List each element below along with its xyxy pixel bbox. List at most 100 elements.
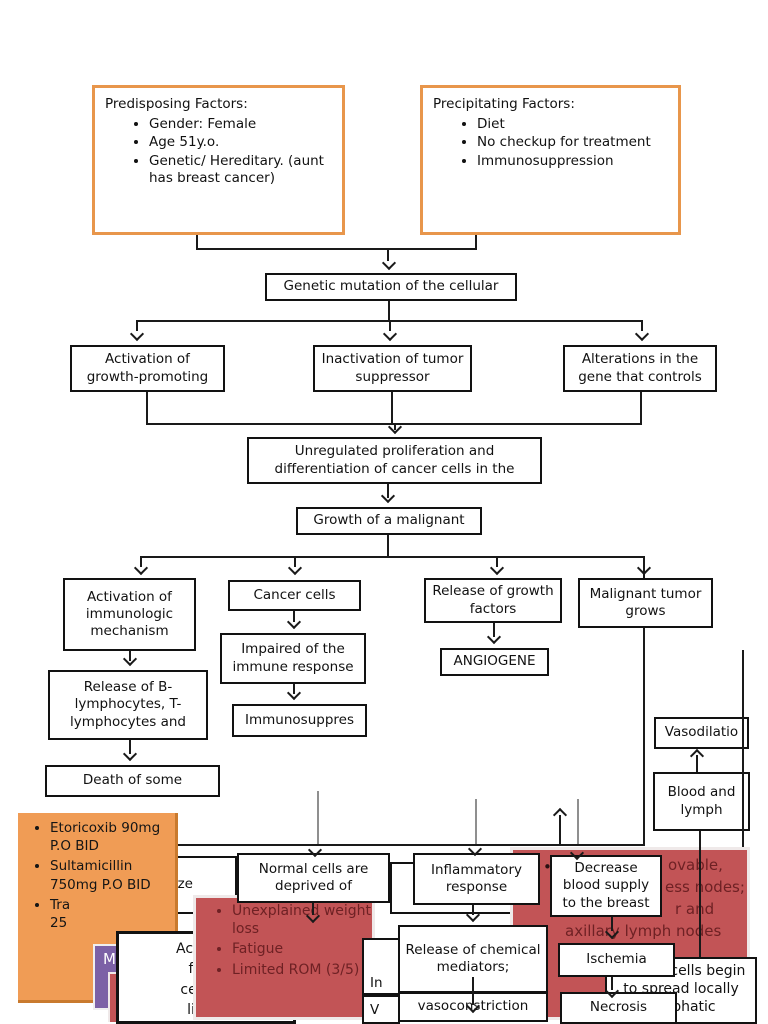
connector bbox=[643, 557, 645, 845]
chevron-down-icon bbox=[286, 685, 302, 701]
symptoms-list: Unexplained weight loss Fatigue Limited … bbox=[196, 902, 372, 979]
list-item: No checkup for treatment bbox=[477, 134, 668, 152]
precipitating-factors-box: Precipitating Factors: Diet No checkup f… bbox=[420, 85, 681, 235]
list-item: Genetic/ Hereditary. (aunt has breast ca… bbox=[149, 153, 332, 188]
connector bbox=[388, 301, 390, 321]
connector bbox=[641, 321, 643, 331]
node-normal-cells: Normal cells are deprived of bbox=[237, 853, 390, 903]
connector bbox=[475, 799, 477, 844]
connector bbox=[140, 557, 142, 567]
connector bbox=[696, 755, 698, 772]
node-inflammatory-response: Inflammatory response bbox=[413, 853, 540, 905]
node-v-fragment: V bbox=[362, 995, 400, 1024]
node-alterations-gene: Alterations in the gene that controls bbox=[563, 345, 717, 392]
chevron-down-icon bbox=[129, 326, 145, 342]
chevron-up-icon bbox=[689, 748, 705, 764]
list-item: Immunosuppression bbox=[477, 153, 668, 171]
connector bbox=[129, 740, 131, 754]
node-symptoms-red-box: Unexplained weight loss Fatigue Limited … bbox=[193, 895, 375, 1020]
node-release-b-lymphocytes: Release of B-lymphocytes, T-lymphocytes … bbox=[48, 670, 208, 740]
list-item: Sultamicillin 750mg P.O BID bbox=[50, 857, 175, 893]
connector bbox=[146, 392, 148, 424]
chevron-down-icon bbox=[287, 560, 303, 576]
connector bbox=[387, 484, 389, 498]
node-immunosuppres: Immunosuppres bbox=[232, 704, 367, 737]
v-fragment-text: V bbox=[370, 1001, 380, 1018]
node-impaired-immune: Impaired of the immune response bbox=[220, 633, 366, 684]
connector bbox=[317, 791, 319, 844]
connector bbox=[699, 831, 701, 957]
chevron-down-icon bbox=[486, 629, 502, 645]
bullet-icon: • bbox=[543, 858, 552, 876]
chevron-down-icon bbox=[382, 326, 398, 342]
connector bbox=[389, 321, 391, 331]
connector bbox=[312, 903, 314, 915]
connector bbox=[293, 684, 295, 694]
list-item: Etoricoxib 90mg P.O BID bbox=[50, 819, 175, 855]
chevron-down-icon bbox=[489, 560, 505, 576]
connector bbox=[493, 623, 495, 637]
node-genetic-mutation: Genetic mutation of the cellular bbox=[265, 273, 517, 301]
chevron-down-icon bbox=[286, 614, 302, 630]
list-item: Gender: Female bbox=[149, 116, 332, 134]
predisposing-list: Gender: Female Age 51y.o. Genetic/ Hered… bbox=[105, 116, 332, 188]
connector bbox=[611, 977, 613, 990]
purple-fragment-text: M bbox=[103, 950, 116, 968]
list-item: Age 51y.o. bbox=[149, 134, 332, 152]
node-unregulated-proliferation: Unregulated proliferation and differenti… bbox=[247, 437, 542, 484]
chevron-down-icon bbox=[636, 560, 652, 576]
connector bbox=[387, 249, 389, 261]
connector bbox=[472, 905, 474, 915]
node-cancer-cells: Cancer cells bbox=[228, 580, 361, 611]
chevron-down-icon bbox=[634, 326, 650, 342]
connector bbox=[136, 321, 138, 331]
connector bbox=[294, 557, 296, 567]
list-item: Tra 25 bbox=[50, 896, 175, 932]
node-inactivation-tumor: Inactivation of tumor suppressor bbox=[313, 345, 472, 392]
node-necrosis: Necrosis bbox=[560, 992, 677, 1024]
node-vasodilation: Vasodilatio bbox=[654, 717, 749, 749]
connector bbox=[559, 815, 561, 844]
connector bbox=[65, 844, 645, 846]
node-decrease-blood-supply: Decrease blood supply to the breast bbox=[550, 855, 662, 917]
chevron-down-icon bbox=[381, 255, 397, 271]
predisposing-title: Predisposing Factors: bbox=[105, 96, 248, 112]
predisposing-factors-box: Predisposing Factors: Gender: Female Age… bbox=[92, 85, 345, 235]
node-in-fragment: In bbox=[362, 938, 400, 995]
node-activation-growth: Activation of growth-promoting bbox=[70, 345, 225, 392]
chevron-down-icon bbox=[380, 488, 396, 504]
red-box-line: ess nodes; bbox=[665, 878, 745, 896]
node-activation-immunologic: Activation of immunologic mechanism bbox=[63, 578, 196, 651]
chevron-down-icon bbox=[122, 651, 138, 667]
connector bbox=[611, 917, 613, 931]
connector bbox=[293, 611, 295, 622]
connector bbox=[387, 535, 389, 557]
node-angiogene: ANGIOGENE bbox=[440, 648, 549, 676]
connector bbox=[640, 392, 642, 424]
node-ischemia: Ischemia bbox=[558, 943, 675, 977]
size-fragment-text: ze bbox=[177, 876, 193, 893]
list-item: Unexplained weight loss bbox=[232, 902, 372, 938]
list-item: Limited ROM (3/5) bbox=[232, 961, 372, 979]
node-blood-lymph: Blood and lymph bbox=[653, 772, 750, 831]
connector bbox=[472, 977, 474, 1005]
list-item: Fatigue bbox=[232, 940, 372, 958]
connector bbox=[496, 557, 498, 567]
medication-list: Etoricoxib 90mg P.O BID Sultamicillin 75… bbox=[18, 819, 175, 932]
precipitating-title: Precipitating Factors: bbox=[433, 96, 575, 112]
connector bbox=[391, 392, 393, 424]
connector bbox=[129, 651, 131, 661]
connector bbox=[742, 650, 744, 847]
connector bbox=[577, 799, 579, 844]
red-box-line: r and bbox=[675, 900, 715, 918]
red-box-line: axillary lymph nodes bbox=[565, 922, 722, 940]
node-malignant-tumor-grows: Malignant tumor grows bbox=[578, 578, 713, 628]
node-death-of-some: Death of some bbox=[45, 765, 220, 797]
precipitating-list: Diet No checkup for treatment Immunosupp… bbox=[433, 116, 668, 171]
chevron-up-icon bbox=[552, 807, 568, 823]
connector bbox=[196, 235, 198, 249]
chevron-down-icon bbox=[122, 746, 138, 762]
node-growth-malignant: Growth of a malignant bbox=[296, 507, 482, 535]
connector bbox=[140, 556, 645, 558]
